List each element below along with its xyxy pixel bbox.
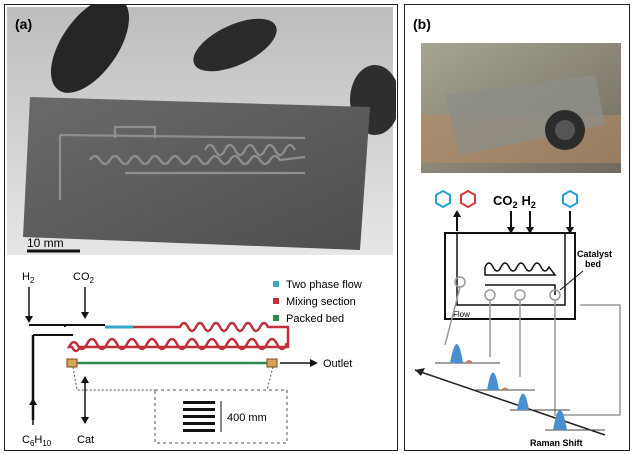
legend-packed: Packed bed: [286, 313, 344, 325]
legend-mixing: Mixing section: [286, 296, 356, 308]
svg-text:CO2: CO2: [73, 271, 95, 285]
panel-b-label: (b): [413, 16, 431, 32]
raman-spectra: [414, 344, 606, 436]
legend-swatch-packed: [273, 315, 279, 321]
plate-channels: [58, 125, 306, 200]
peak-3: [517, 393, 529, 410]
tube-left: [50, 5, 130, 93]
raman-axis-label: Raman Shift: [530, 438, 583, 448]
tube-right: [193, 18, 277, 72]
scale-bar-label: 10 mm: [27, 236, 64, 250]
legend: Two phase flow Mixing section Packed bed: [273, 279, 362, 325]
peak-2: [487, 372, 499, 390]
reactor-schematic: [444, 210, 576, 320]
svg-text:C6H10: C6H10: [22, 434, 52, 448]
outlet-label: Outlet: [323, 358, 352, 370]
legend-swatch-two-phase: [273, 281, 279, 287]
peak-4: [553, 410, 567, 430]
inset-box: [154, 389, 288, 444]
catalyst-label-1: Catalyst: [577, 249, 612, 259]
panel-a: 10 mm (a) H2 CO2 Outlet: [4, 4, 398, 451]
probe-lines: [444, 276, 621, 416]
catalyst-label-2: bed: [585, 259, 601, 269]
hex-left: [435, 189, 451, 209]
hex-mid: [460, 189, 476, 209]
svg-text:H2: H2: [22, 271, 35, 285]
svg-text:Cat: Cat: [77, 434, 94, 446]
legend-two-phase: Two phase flow: [286, 279, 362, 291]
inset-dim: 400 mm: [227, 412, 267, 424]
panel-a-figure: 10 mm (a) H2 CO2 Outlet: [7, 5, 396, 448]
peak-1: [450, 344, 463, 363]
product-icons: [435, 189, 578, 209]
flow-label: Flow: [453, 310, 470, 319]
legend-swatch-mixing: [273, 298, 279, 304]
mixing-channel: [66, 321, 290, 353]
panel-a-label: (a): [15, 16, 32, 32]
schematic-a: H2 CO2 Outlet 400 mm: [22, 271, 362, 448]
hex-right: [562, 189, 578, 209]
